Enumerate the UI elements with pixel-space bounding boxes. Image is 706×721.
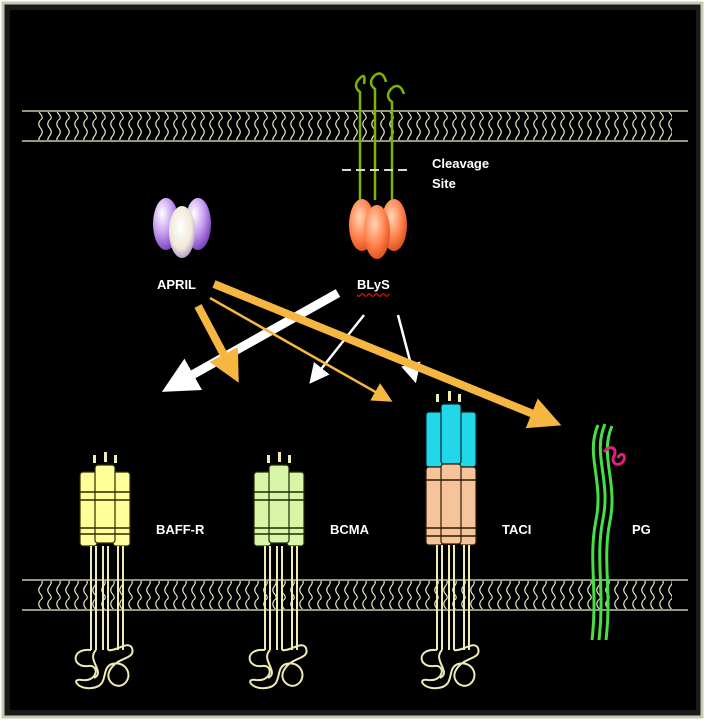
arrow-blys-to-bcma: [309, 314, 365, 384]
bcma-label: BCMA: [330, 522, 369, 537]
bcma-receptor: [248, 452, 308, 690]
lower-membrane: [22, 579, 688, 611]
interaction-arrows: [161, 280, 562, 429]
arrow-april-to-pg: [212, 280, 562, 429]
april-trimer: [153, 198, 211, 258]
arrow-april-to-taci: [209, 296, 393, 402]
cleavage-label-line1: Cleavage: [432, 156, 490, 171]
april-label: APRIL: [157, 277, 196, 292]
taci-label: TACI: [502, 522, 532, 537]
arrow-blys-to-baffr: [161, 289, 341, 392]
blys-stalks: [354, 72, 406, 200]
cleavage-site-label: Cleavage Site: [432, 154, 489, 194]
cleavage-label-line2: Site: [432, 176, 456, 191]
arrow-april-to-bcma: [194, 304, 239, 383]
blys-label: BLyS: [357, 277, 390, 292]
upper-membrane: [22, 110, 688, 142]
blys-trimer: [349, 199, 407, 259]
pg-label: PG: [632, 522, 651, 537]
baffr-label: BAFF-R: [156, 522, 205, 537]
pg-proteoglycan: [590, 423, 614, 641]
pg-sugar-chain: [602, 446, 626, 466]
taci-receptor: [420, 391, 480, 690]
baffr-receptor: [74, 452, 134, 690]
